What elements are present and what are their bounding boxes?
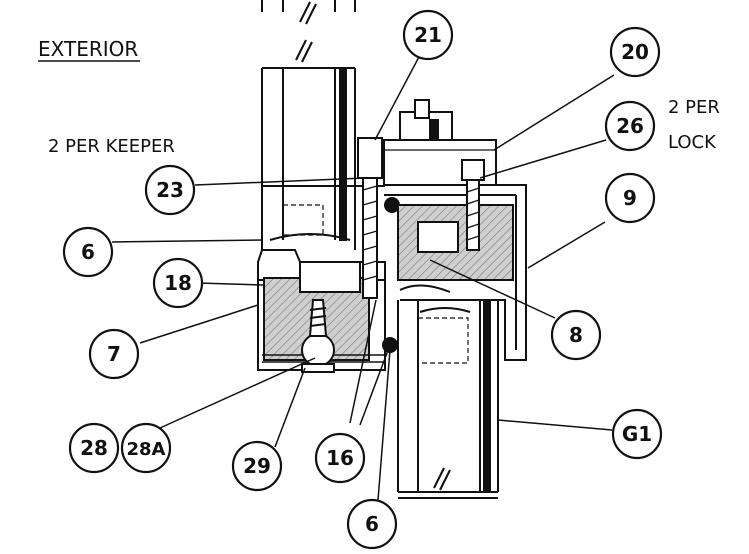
callout-circle-16: [314, 432, 366, 484]
callout-circle-6b: [346, 498, 398, 550]
callout-circle-g1: [611, 408, 663, 460]
callout-16: 16: [326, 446, 354, 470]
callout-18: 18: [164, 271, 192, 295]
per-lock-note-line1: 2 PER: [668, 97, 720, 118]
callout-23: 23: [156, 178, 184, 202]
callout-circle-28a: [120, 422, 172, 474]
right-frame-profile: [384, 159, 527, 361]
callout-circle-7: [88, 328, 140, 380]
callout-g1: G1: [622, 422, 652, 446]
callout-8: 8: [569, 323, 583, 347]
upper-glazing: [261, 0, 356, 241]
leader-lines: [111, 54, 615, 501]
callout-6-upper: 6: [81, 240, 95, 264]
callout-21: 21: [414, 23, 442, 47]
callout-28a: 28A: [127, 439, 166, 460]
per-lock-note-line2: LOCK: [668, 132, 717, 153]
exterior-label: EXTERIOR: [38, 37, 138, 61]
callout-circle-21: [402, 9, 454, 61]
callout-9: 9: [623, 186, 637, 210]
per-keeper-note: 2 PER KEEPER: [48, 136, 175, 157]
callout-circle-18: [152, 257, 204, 309]
callout-circle-26: [604, 100, 656, 152]
callout-circle-9: [604, 172, 656, 224]
callout-7: 7: [107, 342, 121, 366]
screw-23: [357, 137, 383, 299]
callout-circle-8: [550, 309, 602, 361]
callout-20: 20: [621, 40, 649, 64]
callout-circle-28: [68, 422, 120, 474]
left-sash-profile: [257, 185, 400, 373]
callout-28: 28: [80, 436, 108, 460]
callout-circle-6a: [62, 226, 114, 278]
callout-circle-20: [609, 26, 661, 78]
callout-29: 29: [243, 454, 271, 478]
callout-circle-23: [144, 164, 196, 216]
lower-glazing: [397, 299, 499, 499]
callout-circle-29: [231, 440, 283, 492]
callout-26: 26: [616, 114, 644, 138]
callout-6-lower: 6: [365, 512, 379, 536]
